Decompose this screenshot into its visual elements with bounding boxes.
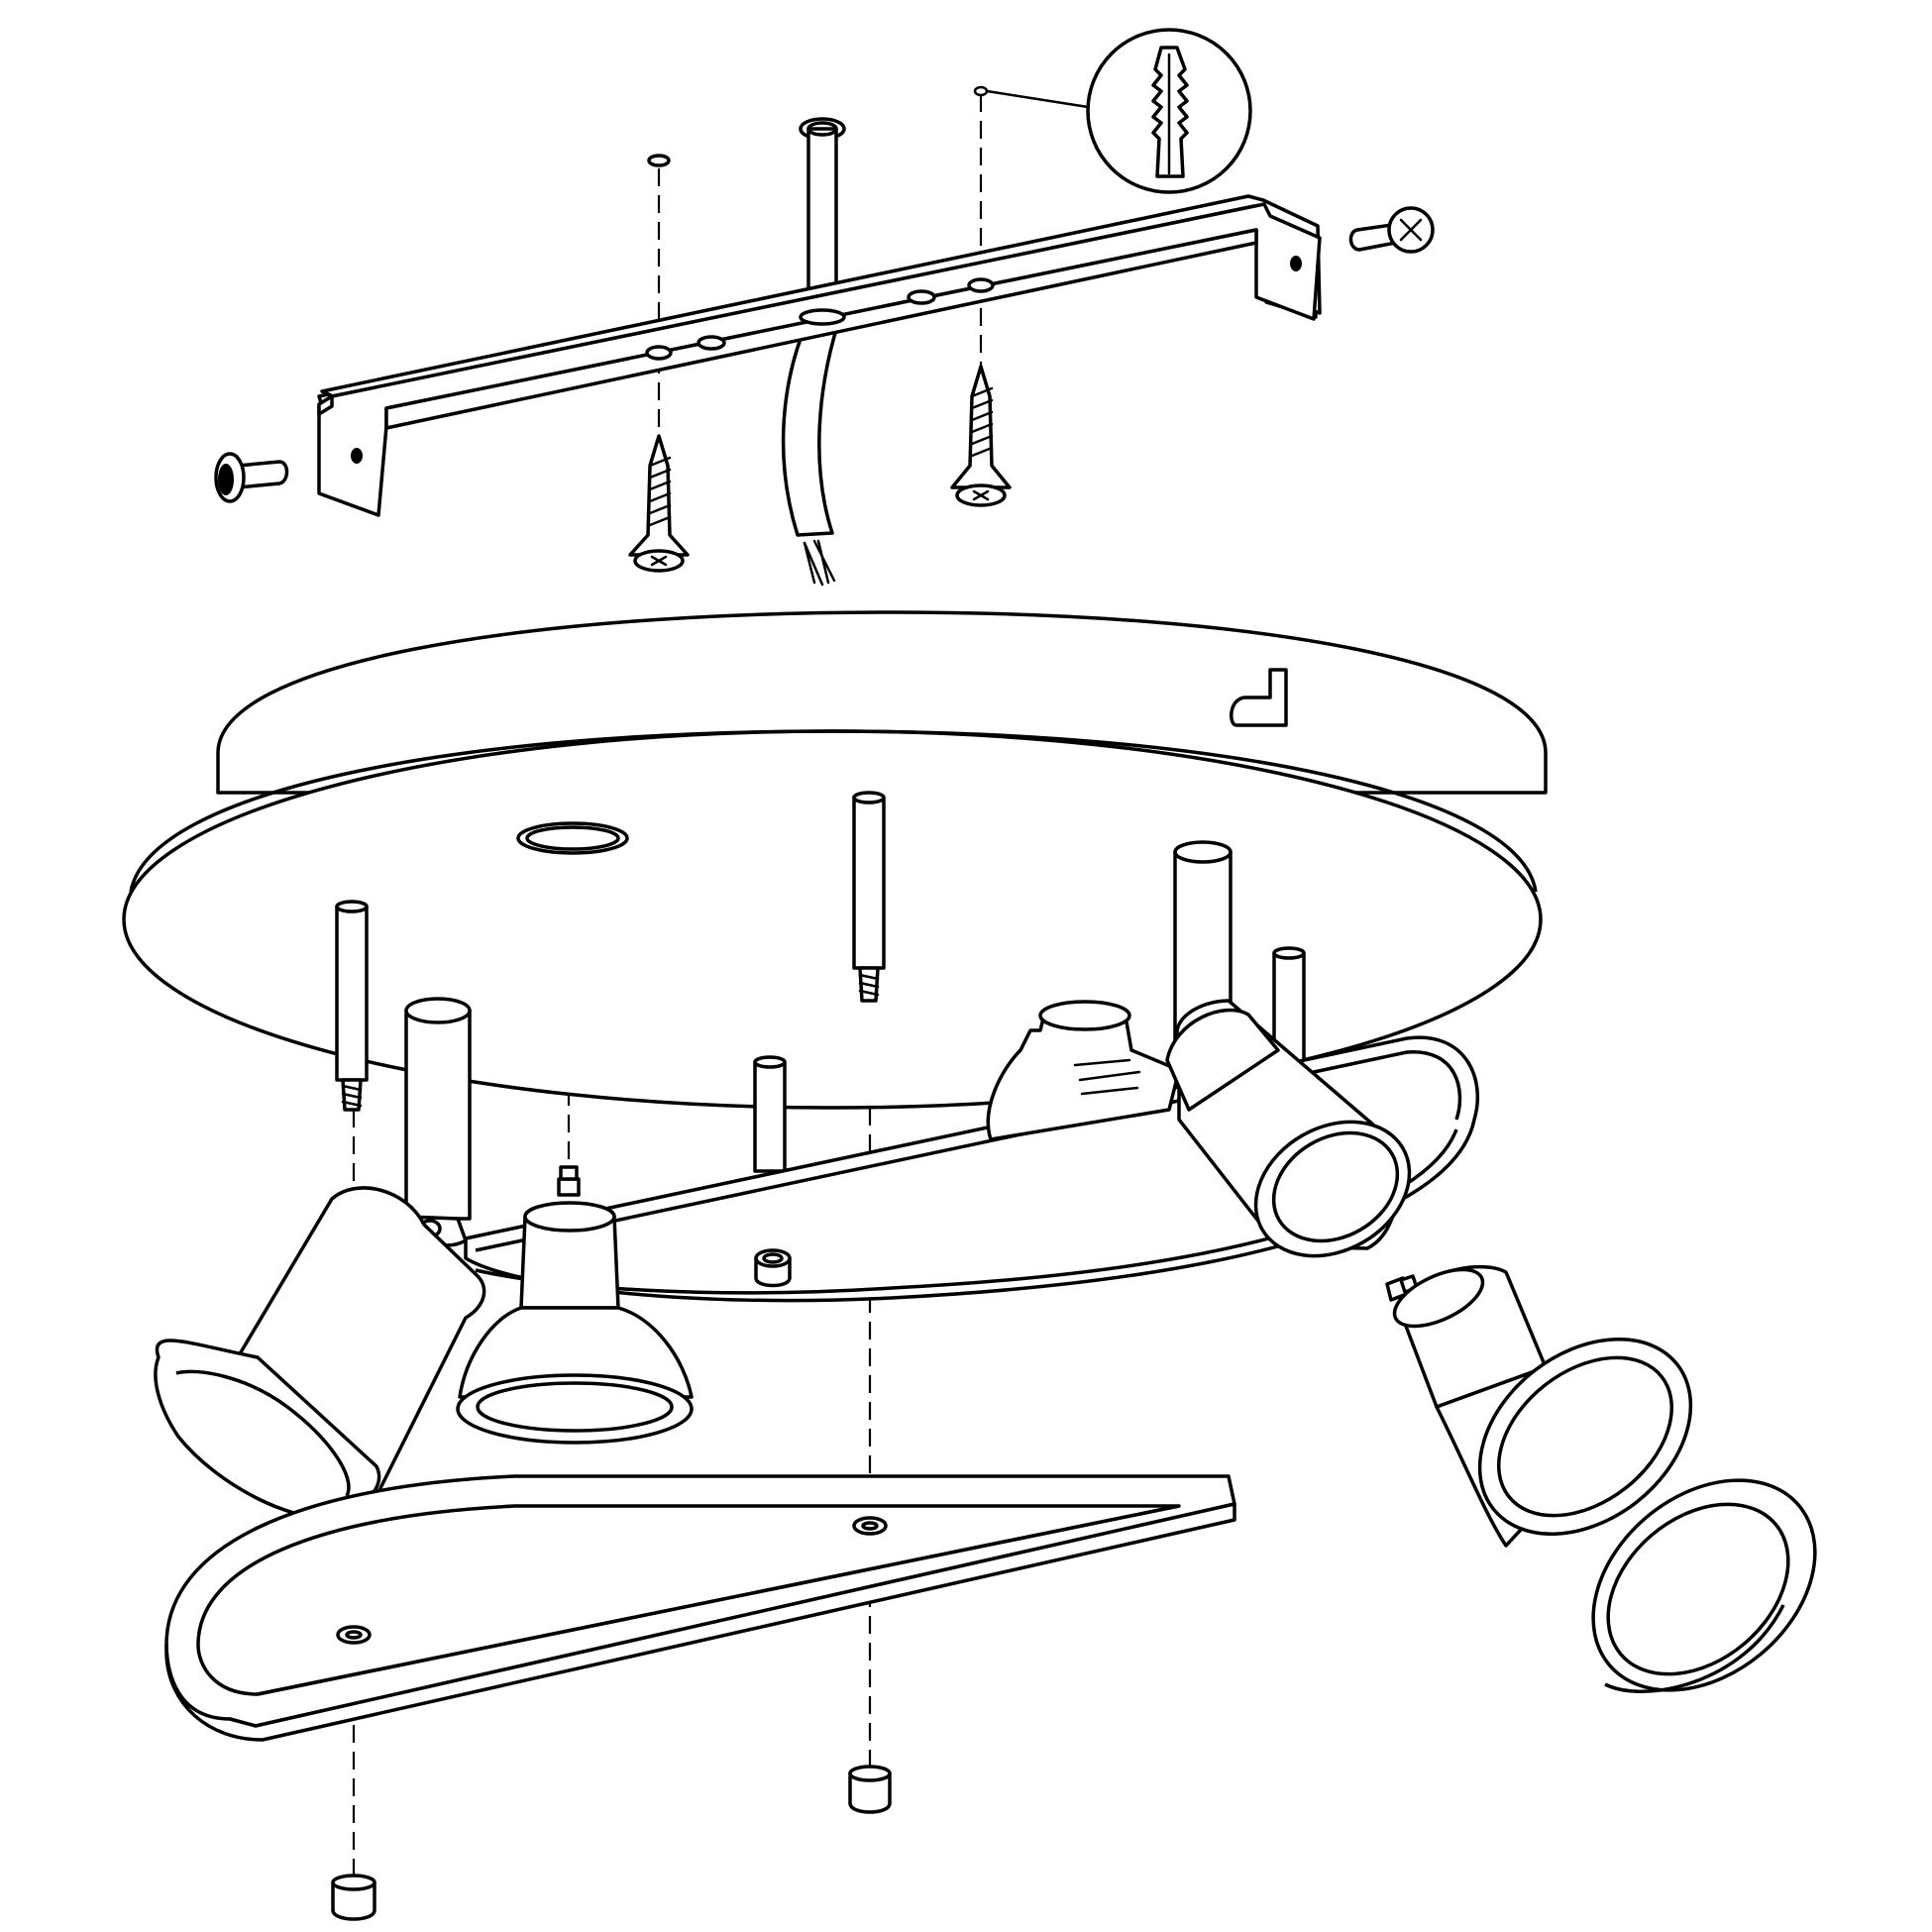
wall-plug-detail (973, 28, 1252, 194)
power-cable (781, 117, 846, 587)
mounting-bracket (317, 194, 1322, 517)
gu10-bulb (986, 1000, 1181, 1141)
bracket-screw (214, 206, 1435, 503)
cap-nut (331, 1765, 892, 1921)
cover-plate (164, 1474, 1236, 1742)
spotlight-head (1165, 840, 1412, 1258)
wall-plug (647, 154, 671, 167)
gu10-bulb (456, 1165, 694, 1445)
gu10-bulb (1385, 1264, 1693, 1548)
spotlight-head (154, 997, 486, 1520)
bulb-retaining-ring (1591, 1478, 1817, 1693)
mounting-screw (628, 365, 1012, 573)
threaded-rod (335, 791, 1306, 1173)
